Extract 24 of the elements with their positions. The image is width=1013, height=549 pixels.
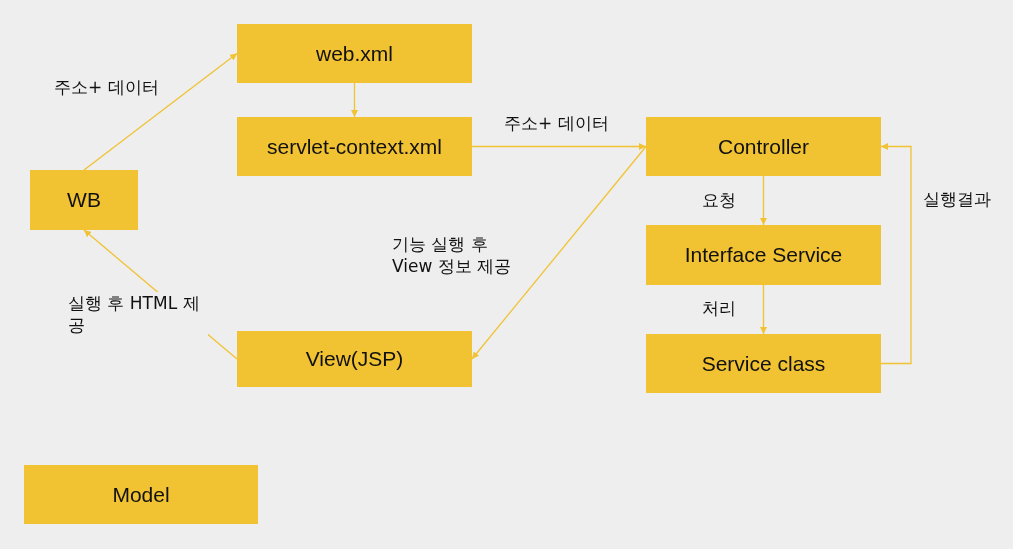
process-box <box>646 117 881 176</box>
box-label: View(JSP) <box>305 347 404 371</box>
box-label: Model <box>112 482 170 507</box>
box-label: web.xml <box>316 41 393 66</box>
box-label: Interface Service <box>684 243 843 267</box>
arrow <box>471 143 647 150</box>
arrow <box>351 82 358 118</box>
arrow <box>880 143 912 365</box>
process-box <box>237 117 472 176</box>
arrow <box>760 175 767 226</box>
box-label: Service class <box>701 351 826 376</box>
process-box <box>24 465 258 524</box>
box-label: Controller <box>717 134 809 159</box>
process-box <box>646 334 881 393</box>
box-label: servlet-context.xml <box>266 134 442 159</box>
process-box <box>30 170 138 230</box>
box-label: WB <box>67 188 101 212</box>
process-box <box>646 225 881 285</box>
process-box <box>237 331 472 387</box>
arrow <box>83 52 238 171</box>
arrow <box>760 284 767 335</box>
arrow <box>471 145 647 360</box>
process-box <box>237 24 472 83</box>
edge-label: 실행 후 HTML 제공 <box>68 292 208 336</box>
